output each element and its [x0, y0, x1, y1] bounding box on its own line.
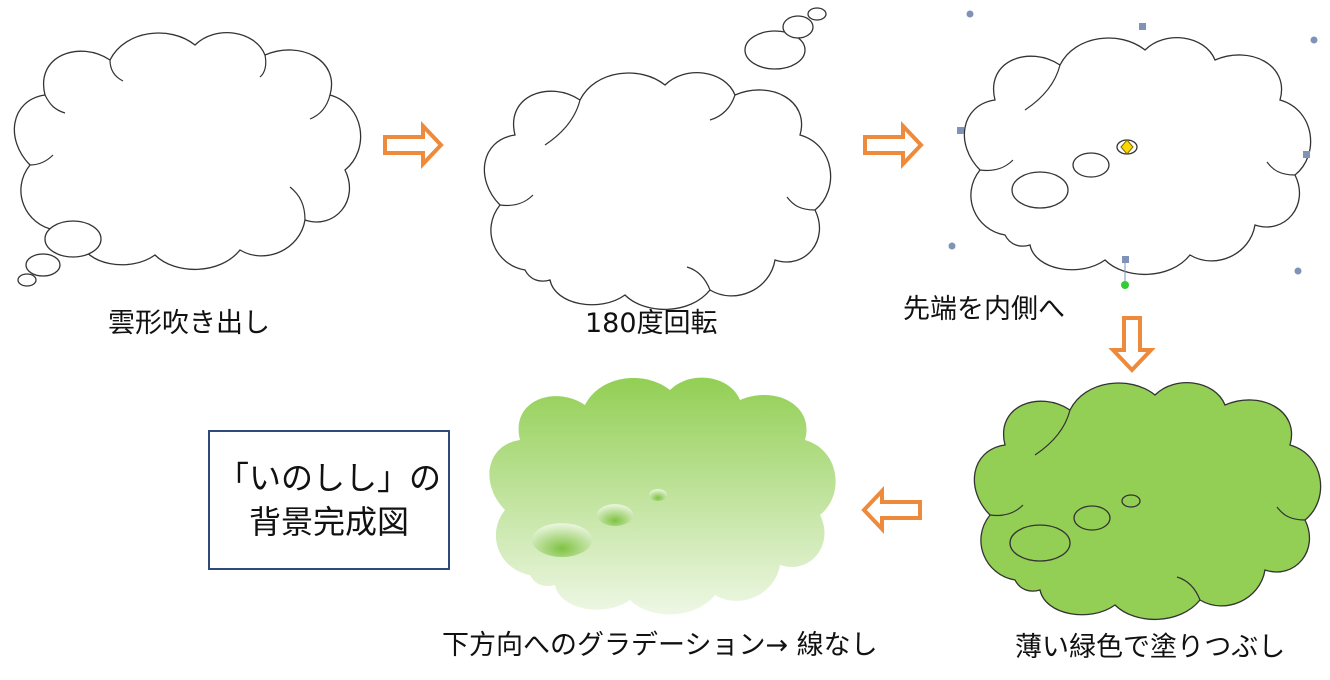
caption-step-3: 先端を内側へ [903, 294, 1065, 325]
caption-step-2: 180度回転 [585, 308, 718, 339]
cloud-callout-tip-inside [963, 37, 1312, 276]
caption-step-4: 薄い緑色で塗りつぶし [1015, 632, 1286, 663]
cloud-gradient-final [489, 377, 836, 615]
caption-step-1: 雲形吹き出し [108, 308, 270, 339]
cloud-callout-rotated [483, 7, 832, 311]
result-title-line-1: 「いのしし」の [216, 459, 441, 497]
adjust-handle-icon[interactable] [1120, 139, 1134, 155]
cloud-callout-original [13, 32, 362, 287]
arrow-down [1108, 316, 1156, 373]
result-title-box: 「いのしし」の 背景完成図 [208, 430, 450, 570]
cloud-green-filled [973, 382, 1322, 621]
arrow-right-1 [383, 120, 444, 170]
caption-step-5: 下方向へのグラデーション→ 線なし [442, 630, 878, 661]
arrow-left [861, 485, 922, 535]
arrow-right-2 [863, 120, 924, 170]
result-title-line-2: 背景完成図 [248, 503, 409, 541]
selection-handles[interactable] [948, 10, 1318, 290]
